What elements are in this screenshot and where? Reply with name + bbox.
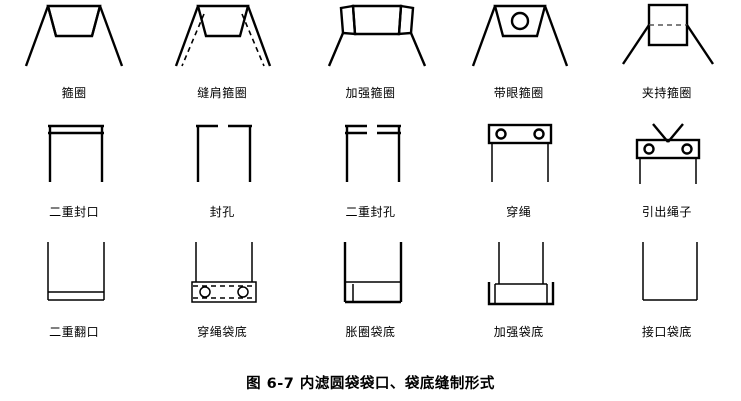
double-sealed-hole-icon <box>296 112 444 198</box>
diagram-cell: 缝肩箍圈 <box>148 0 296 112</box>
diagram-label: 缝肩箍圈 <box>197 86 248 100</box>
diagram-label: 箍圈 <box>61 86 87 100</box>
joint-bottom-icon <box>593 234 741 322</box>
diagram-label: 穿绳袋底 <box>197 325 248 339</box>
diagram-label: 夹持箍圈 <box>641 86 692 100</box>
diagram-cell: 带眼箍圈 <box>445 0 593 112</box>
diagram-label: 二重封孔 <box>345 205 396 219</box>
diagram-label: 引出绳子 <box>641 205 692 219</box>
diagram-cell: 箍圈 <box>0 0 148 112</box>
diagram-cell: 胀圈袋底 <box>296 234 444 364</box>
double-seal-mouth-icon <box>0 112 148 198</box>
diagram-cell: 接口袋底 <box>593 234 741 364</box>
diagram-cell: 加强袋底 <box>445 234 593 364</box>
diagram-label: 接口袋底 <box>641 325 692 339</box>
eyelet-collar-icon <box>445 0 593 75</box>
diagram-cell: 引出绳子 <box>593 112 741 234</box>
diagram-cell: 二重封口 <box>0 112 148 234</box>
rope-threaded-icon <box>445 112 593 198</box>
rope-pullout-icon <box>593 112 741 198</box>
diagram-cell: 穿绳袋底 <box>148 234 296 364</box>
diagram-label: 穿绳 <box>506 205 532 219</box>
diagram-label: 二重翻口 <box>49 325 100 339</box>
diagram-label: 带眼箍圈 <box>493 86 544 100</box>
diagram-label: 加强箍圈 <box>345 86 396 100</box>
figure-caption: 图 6-7 内滤圆袋袋口、袋底缝制形式 <box>246 376 495 392</box>
diagram-label: 二重封口 <box>49 205 100 219</box>
diagram-label: 加强袋底 <box>493 325 544 339</box>
diagram-label: 封孔 <box>209 205 235 219</box>
diagram-cell: 穿绳 <box>445 112 593 234</box>
diagram-cell: 夹持箍圈 <box>593 0 741 112</box>
expansion-ring-bottom-icon <box>296 234 444 322</box>
diagram-cell: 二重翻口 <box>0 234 148 364</box>
reinforced-collar-icon <box>296 0 444 75</box>
rope-threaded-bottom-icon <box>148 234 296 322</box>
trapezoid-collar-icon <box>0 0 148 75</box>
shoulder-sewn-collar-icon <box>148 0 296 75</box>
clamped-collar-icon <box>593 0 741 75</box>
double-folded-mouth-icon <box>0 234 148 322</box>
diagram-cell: 加强箍圈 <box>296 0 444 112</box>
diagram-cell: 二重封孔 <box>296 112 444 234</box>
bag-bottom-row: 二重翻口 穿绳袋底 <box>0 234 741 364</box>
diagram-cell: 封孔 <box>148 112 296 234</box>
collar-ring-row: 箍圈 缝肩箍圈 <box>0 0 741 112</box>
bag-mouth-row: 二重封口 封孔 <box>0 112 741 234</box>
diagram-label: 胀圈袋底 <box>345 325 396 339</box>
reinforced-bottom-icon <box>445 234 593 322</box>
sealed-hole-icon <box>148 112 296 198</box>
